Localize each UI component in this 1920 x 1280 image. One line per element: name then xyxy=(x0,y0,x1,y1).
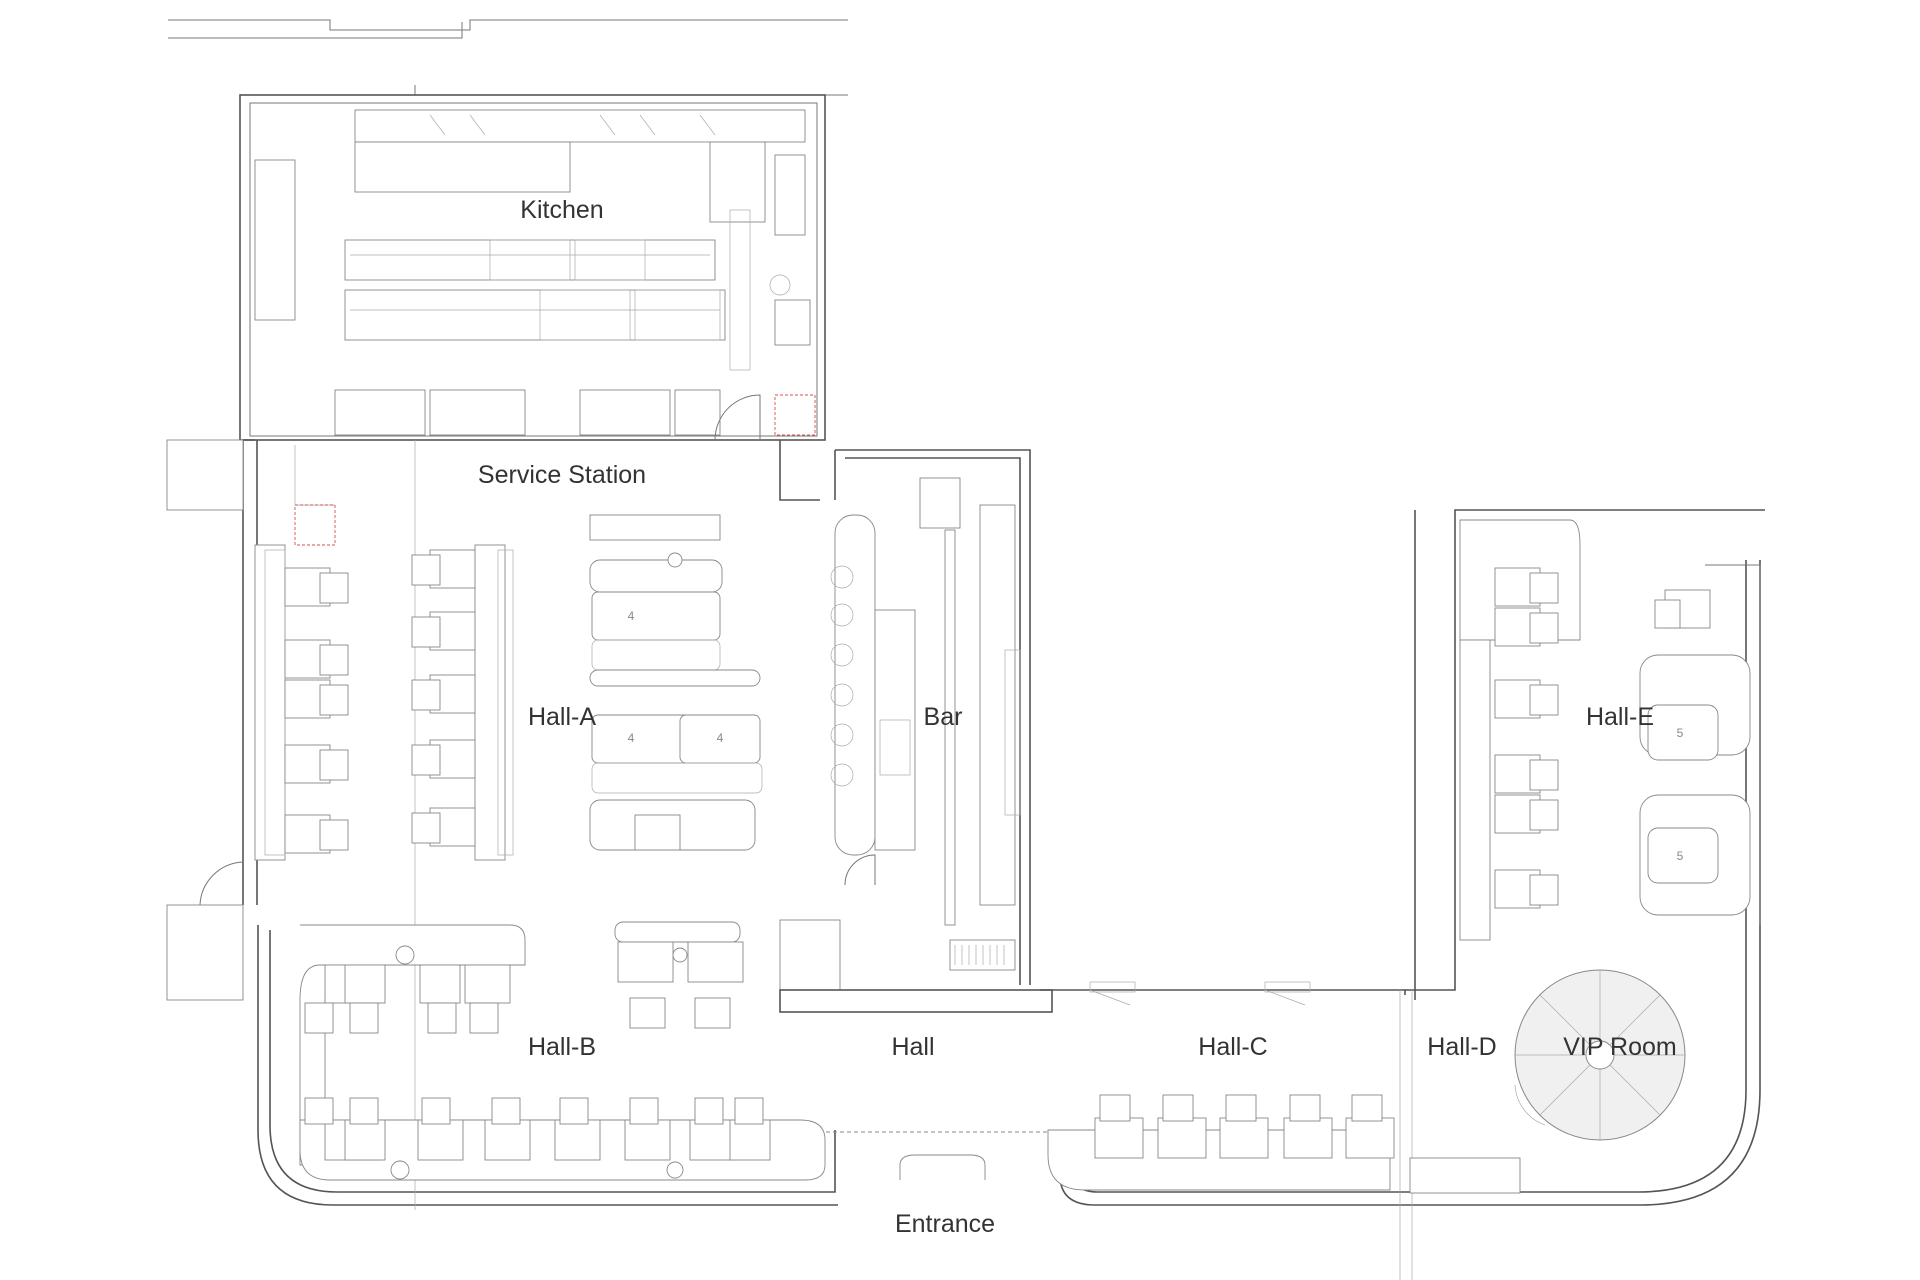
room-label-hall-e: Hall-E xyxy=(1586,703,1654,731)
building-walls xyxy=(166,439,1765,1280)
hall-a-seating xyxy=(254,544,514,861)
room-label-hall-b: Hall-B xyxy=(528,1033,596,1061)
room-label-hall-a: Hall-A xyxy=(528,703,596,731)
room-label-entrance: Entrance xyxy=(895,1210,995,1238)
room-label-hall-d: Hall-D xyxy=(1427,1033,1496,1061)
room-labels: Kitchen Service Station Hall-A Bar Hall-… xyxy=(478,196,1677,1238)
seat-count-e-top: 5 xyxy=(1677,726,1684,740)
seat-count-e-bottom: 5 xyxy=(1677,849,1684,863)
room-label-bar: Bar xyxy=(924,703,963,731)
hall-e-seating xyxy=(1459,519,1751,941)
hall-b-seating xyxy=(299,921,986,1181)
service-station-area xyxy=(294,440,721,1210)
seat-count-a-right: 4 xyxy=(717,731,724,745)
room-label-service-station: Service Station xyxy=(478,461,646,489)
vip-room xyxy=(1514,969,1686,1141)
hall-c-seating xyxy=(1047,981,1395,1191)
room-label-hall: Hall xyxy=(891,1033,934,1061)
seat-counts: 4 4 4 5 5 xyxy=(628,609,1684,863)
kitchen-room xyxy=(239,94,826,441)
site-boundary xyxy=(168,19,848,96)
room-label-vip-room: VIP Room xyxy=(1563,1033,1676,1061)
seat-count-a-top: 4 xyxy=(628,609,635,623)
hall-a-booths xyxy=(589,552,763,851)
bar-area xyxy=(779,449,1053,1013)
room-label-hall-c: Hall-C xyxy=(1198,1033,1267,1061)
seat-count-a-left: 4 xyxy=(628,731,635,745)
room-label-kitchen: Kitchen xyxy=(520,196,603,224)
